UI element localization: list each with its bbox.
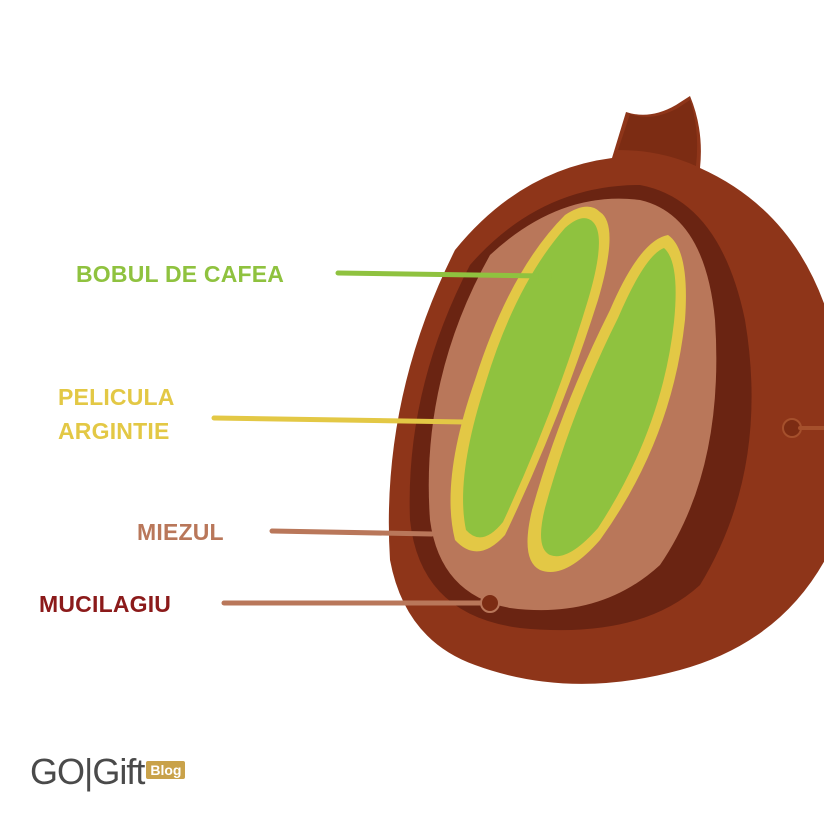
gogift-blog-logo: GO|Gift Blog: [30, 751, 186, 792]
coffee-bean-right: [541, 248, 676, 557]
label-coffee-bean: BOBUL DE CAFEA: [76, 261, 285, 287]
pulp-leader-line: [269, 528, 435, 537]
logo-text: GO|Gift: [30, 751, 145, 792]
mucilage-leader-dot: [480, 593, 500, 613]
bean-leader-line: [335, 270, 548, 279]
logo-badge: Blog: [146, 761, 186, 779]
silver-skin-leader-line: [211, 415, 468, 425]
bean-leader-dot: [538, 269, 552, 283]
label-silver-skin: PELICULA ARGINTIE: [58, 380, 175, 448]
coffee-bean-left: [463, 218, 599, 538]
label-pulp: MIEZUL: [137, 519, 224, 545]
label-silver-skin-line2: ARGINTIE: [58, 418, 170, 444]
label-silver-skin-line1: PELICULA: [58, 384, 175, 410]
label-mucilage: MUCILAGIU: [39, 591, 172, 617]
cherry-stem: [618, 100, 698, 166]
